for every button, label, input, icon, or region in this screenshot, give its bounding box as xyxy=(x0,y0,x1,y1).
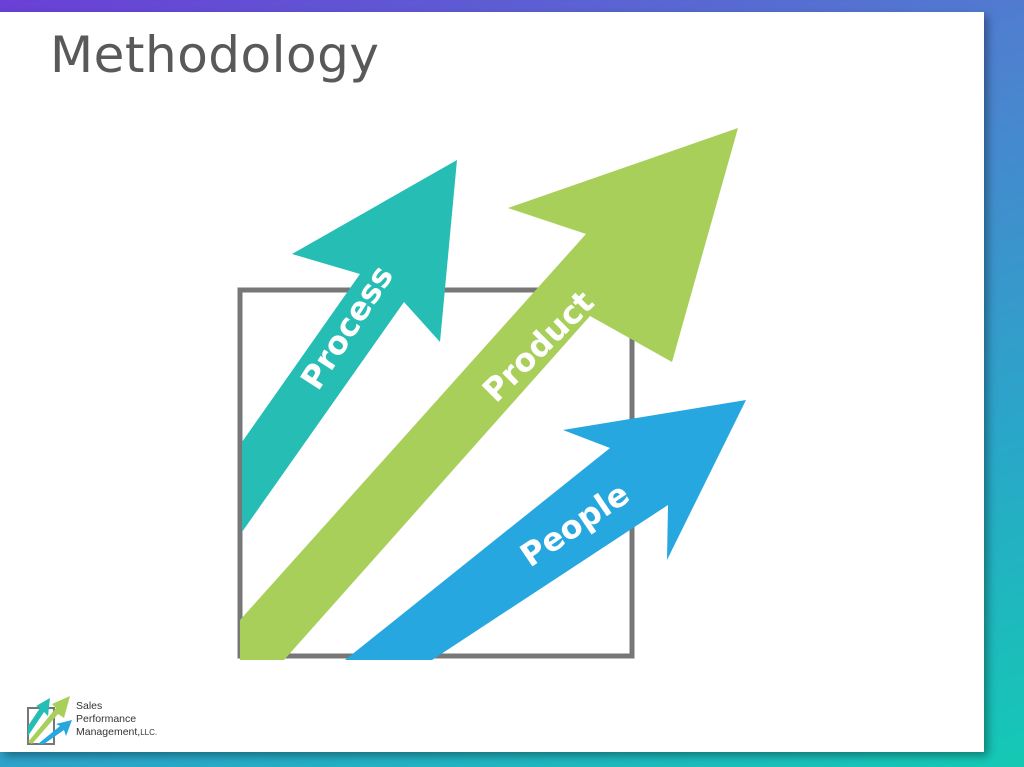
product-arrow xyxy=(240,128,738,660)
slide: Methodology Process Product People xyxy=(0,12,984,752)
company-name-line1: Sales xyxy=(76,700,103,712)
company-name-line2: Performance xyxy=(76,713,137,725)
company-logo-icon xyxy=(27,696,72,745)
process-arrow xyxy=(242,160,457,532)
company-name: Sales Performance Management,LLC. xyxy=(76,700,157,739)
company-name-line3: Management,LLC. xyxy=(76,726,158,738)
slide-title: Methodology xyxy=(50,26,380,84)
methodology-diagram: Process Product People xyxy=(237,128,746,660)
people-arrow xyxy=(345,400,746,660)
